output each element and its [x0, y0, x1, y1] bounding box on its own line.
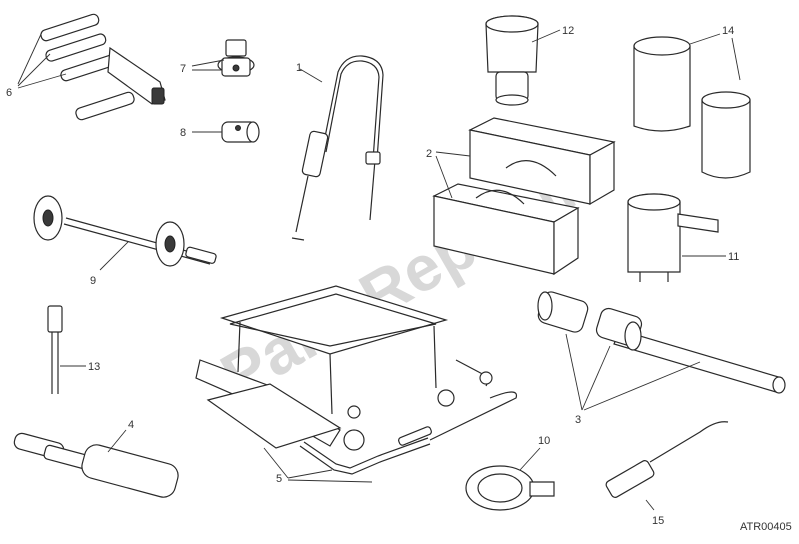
- part-10-spanner[interactable]: [465, 447, 555, 511]
- callout-14: 14: [722, 25, 734, 37]
- callout-2: 2: [426, 148, 432, 160]
- part-12-socket[interactable]: [485, 15, 561, 106]
- part-8-sleeve[interactable]: [221, 121, 260, 143]
- part-13-pin[interactable]: [47, 305, 86, 394]
- callout-labels: 1 2 3 4 5 6 7 8 9 10 11 12 13 14 15: [6, 25, 739, 527]
- part-1-rod-tool[interactable]: [291, 55, 384, 241]
- drawing-code: ATR00405: [740, 521, 792, 533]
- callout-10: 10: [538, 435, 550, 447]
- callout-15: 15: [652, 515, 664, 527]
- part-14-half-shells[interactable]: [633, 33, 751, 179]
- callout-5: 5: [276, 473, 282, 485]
- part-2-clamp-blocks[interactable]: [432, 117, 616, 276]
- part-6-pin-tool[interactable]: [40, 13, 166, 121]
- part-11-sleeve-tool[interactable]: [627, 193, 726, 282]
- callout-8: 8: [180, 127, 186, 139]
- callout-7: 7: [180, 63, 186, 75]
- part-3-shaft[interactable]: [536, 290, 786, 411]
- callout-3: 3: [575, 414, 581, 426]
- callout-leaders: [17, 31, 225, 133]
- part-7-adapter[interactable]: [217, 39, 255, 77]
- callout-4: 4: [128, 419, 134, 431]
- callout-9: 9: [90, 275, 96, 287]
- callout-6: 6: [6, 87, 12, 99]
- part-4-handle[interactable]: [13, 429, 181, 500]
- callout-11: 11: [728, 251, 739, 263]
- callout-12: 12: [562, 25, 574, 37]
- part-15-pick-tool[interactable]: [605, 421, 729, 511]
- part-9-shaft[interactable]: [33, 195, 217, 271]
- callout-13: 13: [88, 361, 100, 373]
- callout-1: 1: [296, 62, 302, 74]
- part-5-stand-assembly[interactable]: [195, 285, 518, 483]
